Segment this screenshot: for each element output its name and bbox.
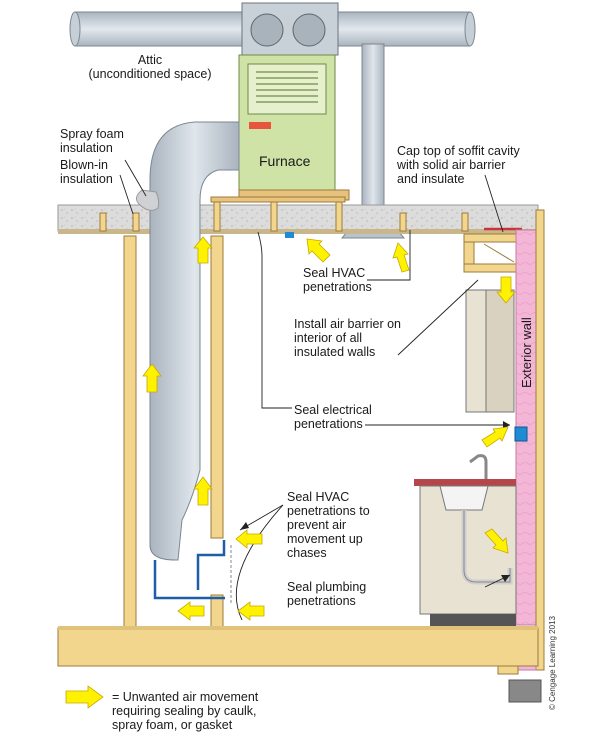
- seal-plumbing-label: Seal plumbing penetrations: [287, 580, 367, 608]
- seal-electrical-label: Seal electrical penetrations: [294, 403, 372, 431]
- yellow-arrow-icon: [177, 601, 205, 621]
- yellow-arrow-icon: [496, 276, 516, 304]
- yellow-arrow-icon: [484, 528, 509, 554]
- seal-hvac-chase-label: Seal HVAC penetrations to prevent air mo…: [287, 490, 370, 560]
- spray-foam-blob: [136, 189, 160, 211]
- air-leak-arrows: [142, 236, 516, 621]
- floor: [57, 627, 539, 667]
- fan-circle-right: [292, 13, 326, 47]
- countertop: [414, 479, 516, 486]
- legend-text: = Unwanted air movement requiring sealin…: [112, 690, 259, 732]
- exterior-wall-sheathing: [535, 209, 545, 671]
- soffit-label: Cap top of soffit cavity with solid air …: [397, 144, 520, 186]
- yellow-arrow-icon: [392, 242, 410, 273]
- yellow-arrow-icon: [306, 238, 331, 263]
- spray-foam-label: Spray foam insulation: [60, 127, 124, 155]
- faucet: [469, 454, 488, 479]
- electrical-box: [514, 426, 528, 442]
- hvac-seal-marker: [285, 232, 294, 238]
- wall-stud: [123, 235, 137, 629]
- exterior-wall-label: Exterior wall: [519, 317, 534, 388]
- yellow-arrow-icon: [142, 363, 162, 393]
- yellow-arrow-icon: [193, 236, 213, 264]
- yellow-arrow-icon: [235, 529, 263, 549]
- fan-circle-left: [250, 13, 284, 47]
- yellow-arrow-icon: [193, 476, 213, 506]
- legend-arrow-icon: [65, 685, 104, 709]
- furnace-label: Furnace: [259, 153, 311, 169]
- air-barrier-label: Install air barrier on interior of all i…: [294, 317, 401, 359]
- return-duct: [361, 43, 385, 227]
- seal-hvac-label: Seal HVAC penetrations: [303, 266, 372, 294]
- attic-label: Attic (unconditioned space): [88, 53, 212, 81]
- blown-in-label: Blown-in insulation: [60, 158, 113, 186]
- furnace-warning-label: [249, 122, 271, 129]
- copyright-text: © Cengage Learning 2013: [548, 616, 557, 710]
- yellow-arrow-icon: [481, 426, 509, 448]
- yellow-arrow-icon: [237, 601, 265, 621]
- supply-elbow-duct: [149, 121, 240, 561]
